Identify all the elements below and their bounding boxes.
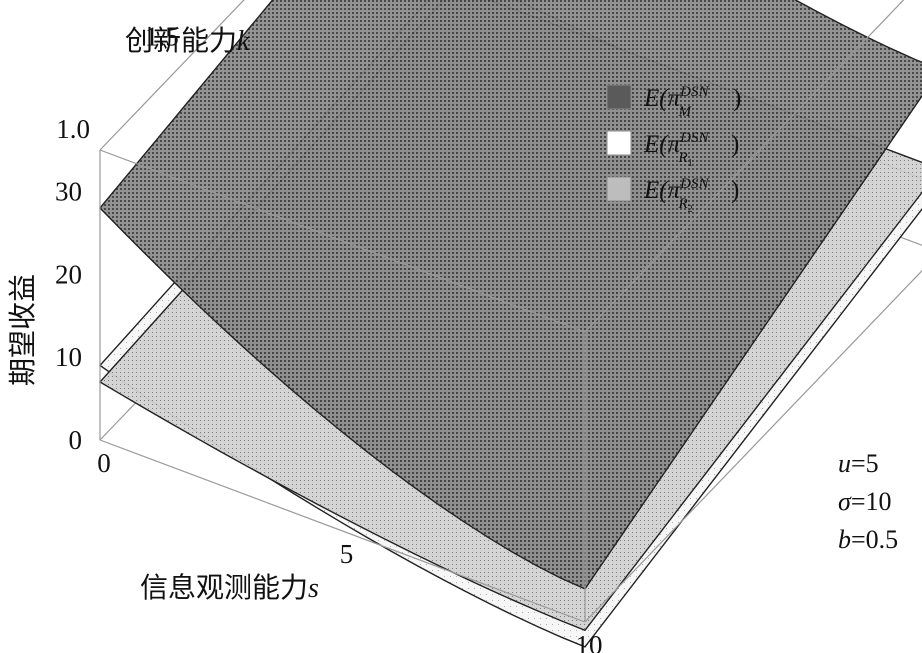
k-axis-ticks: 1.01.52.02.53.0 [56,22,179,145]
k-tick-label: 1.0 [56,114,90,144]
z-tick-label: 20 [55,259,82,289]
box-edge [99,0,245,151]
box-edge [99,149,586,333]
z-axis-ticks: 0 10 20 30 [55,176,82,455]
legend-swatch [606,130,632,156]
k-tick-label: 1.5 [145,22,179,52]
s-tick-label: 10 [576,630,603,653]
box-edge [584,269,922,623]
z-tick-label: 10 [55,342,82,372]
z-tick-label: 0 [69,425,83,455]
parameter-0: u=5 [838,449,879,478]
s-axis-title: 信息观测能力s [140,571,319,604]
parameter-block: u=5 σ=10 b=0.5 [838,449,898,554]
box-edge [99,439,586,623]
s-axis-ticks: 0 5 10 [97,448,602,653]
legend-swatch [606,176,632,202]
parameter-2: b=0.5 [838,525,898,554]
surface-0 [99,0,922,590]
parameter-1: σ=10 [838,487,892,516]
box-front-edges [99,0,922,623]
surfaces [98,0,922,648]
s-tick-label: 0 [97,448,111,478]
s-tick-label: 5 [340,539,354,569]
k-axis-title: 创新能力k [125,24,250,57]
z-axis-title: 期望收益 [6,274,39,386]
box-edge [584,0,905,333]
z-tick-label: 30 [55,176,82,206]
legend-swatch [606,84,632,110]
